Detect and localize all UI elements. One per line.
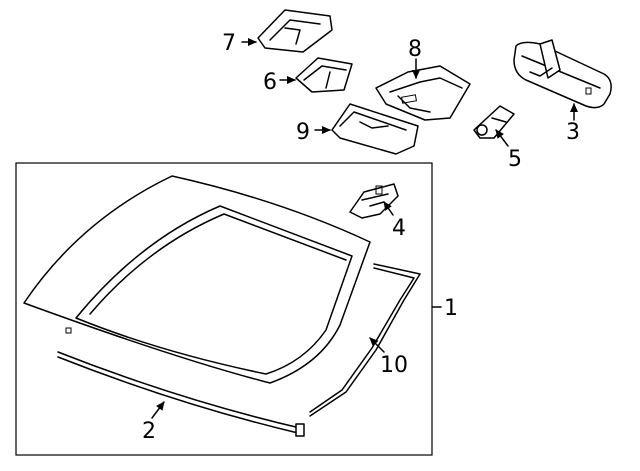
part-2-lower-moulding [57,351,305,437]
part-10-side-moulding [309,263,421,417]
callout-7: 7 [222,31,236,56]
part-7-bracket [257,9,333,53]
callout-1: 1 [444,296,458,321]
leader-4 [383,201,394,216]
callout-2: 2 [142,419,156,444]
callout-6: 6 [263,70,277,95]
part-8-housing [375,65,471,121]
callout-3: 3 [566,120,580,145]
part-9-tray [331,103,419,155]
part-5-sensor [473,105,515,139]
callout-10: 10 [380,353,408,378]
leader-5 [495,129,509,147]
callout-4: 4 [392,216,406,241]
part-1-windshield [23,175,371,384]
assembly-box [15,162,433,456]
part-6-cover [295,57,353,93]
callout-9: 9 [296,120,310,145]
callout-5: 5 [508,147,522,172]
leader-2 [151,401,165,419]
part-3-rearview-mirror [513,39,612,109]
callout-8: 8 [408,37,422,62]
leader-10 [369,337,385,353]
part-4-clip [349,183,399,219]
